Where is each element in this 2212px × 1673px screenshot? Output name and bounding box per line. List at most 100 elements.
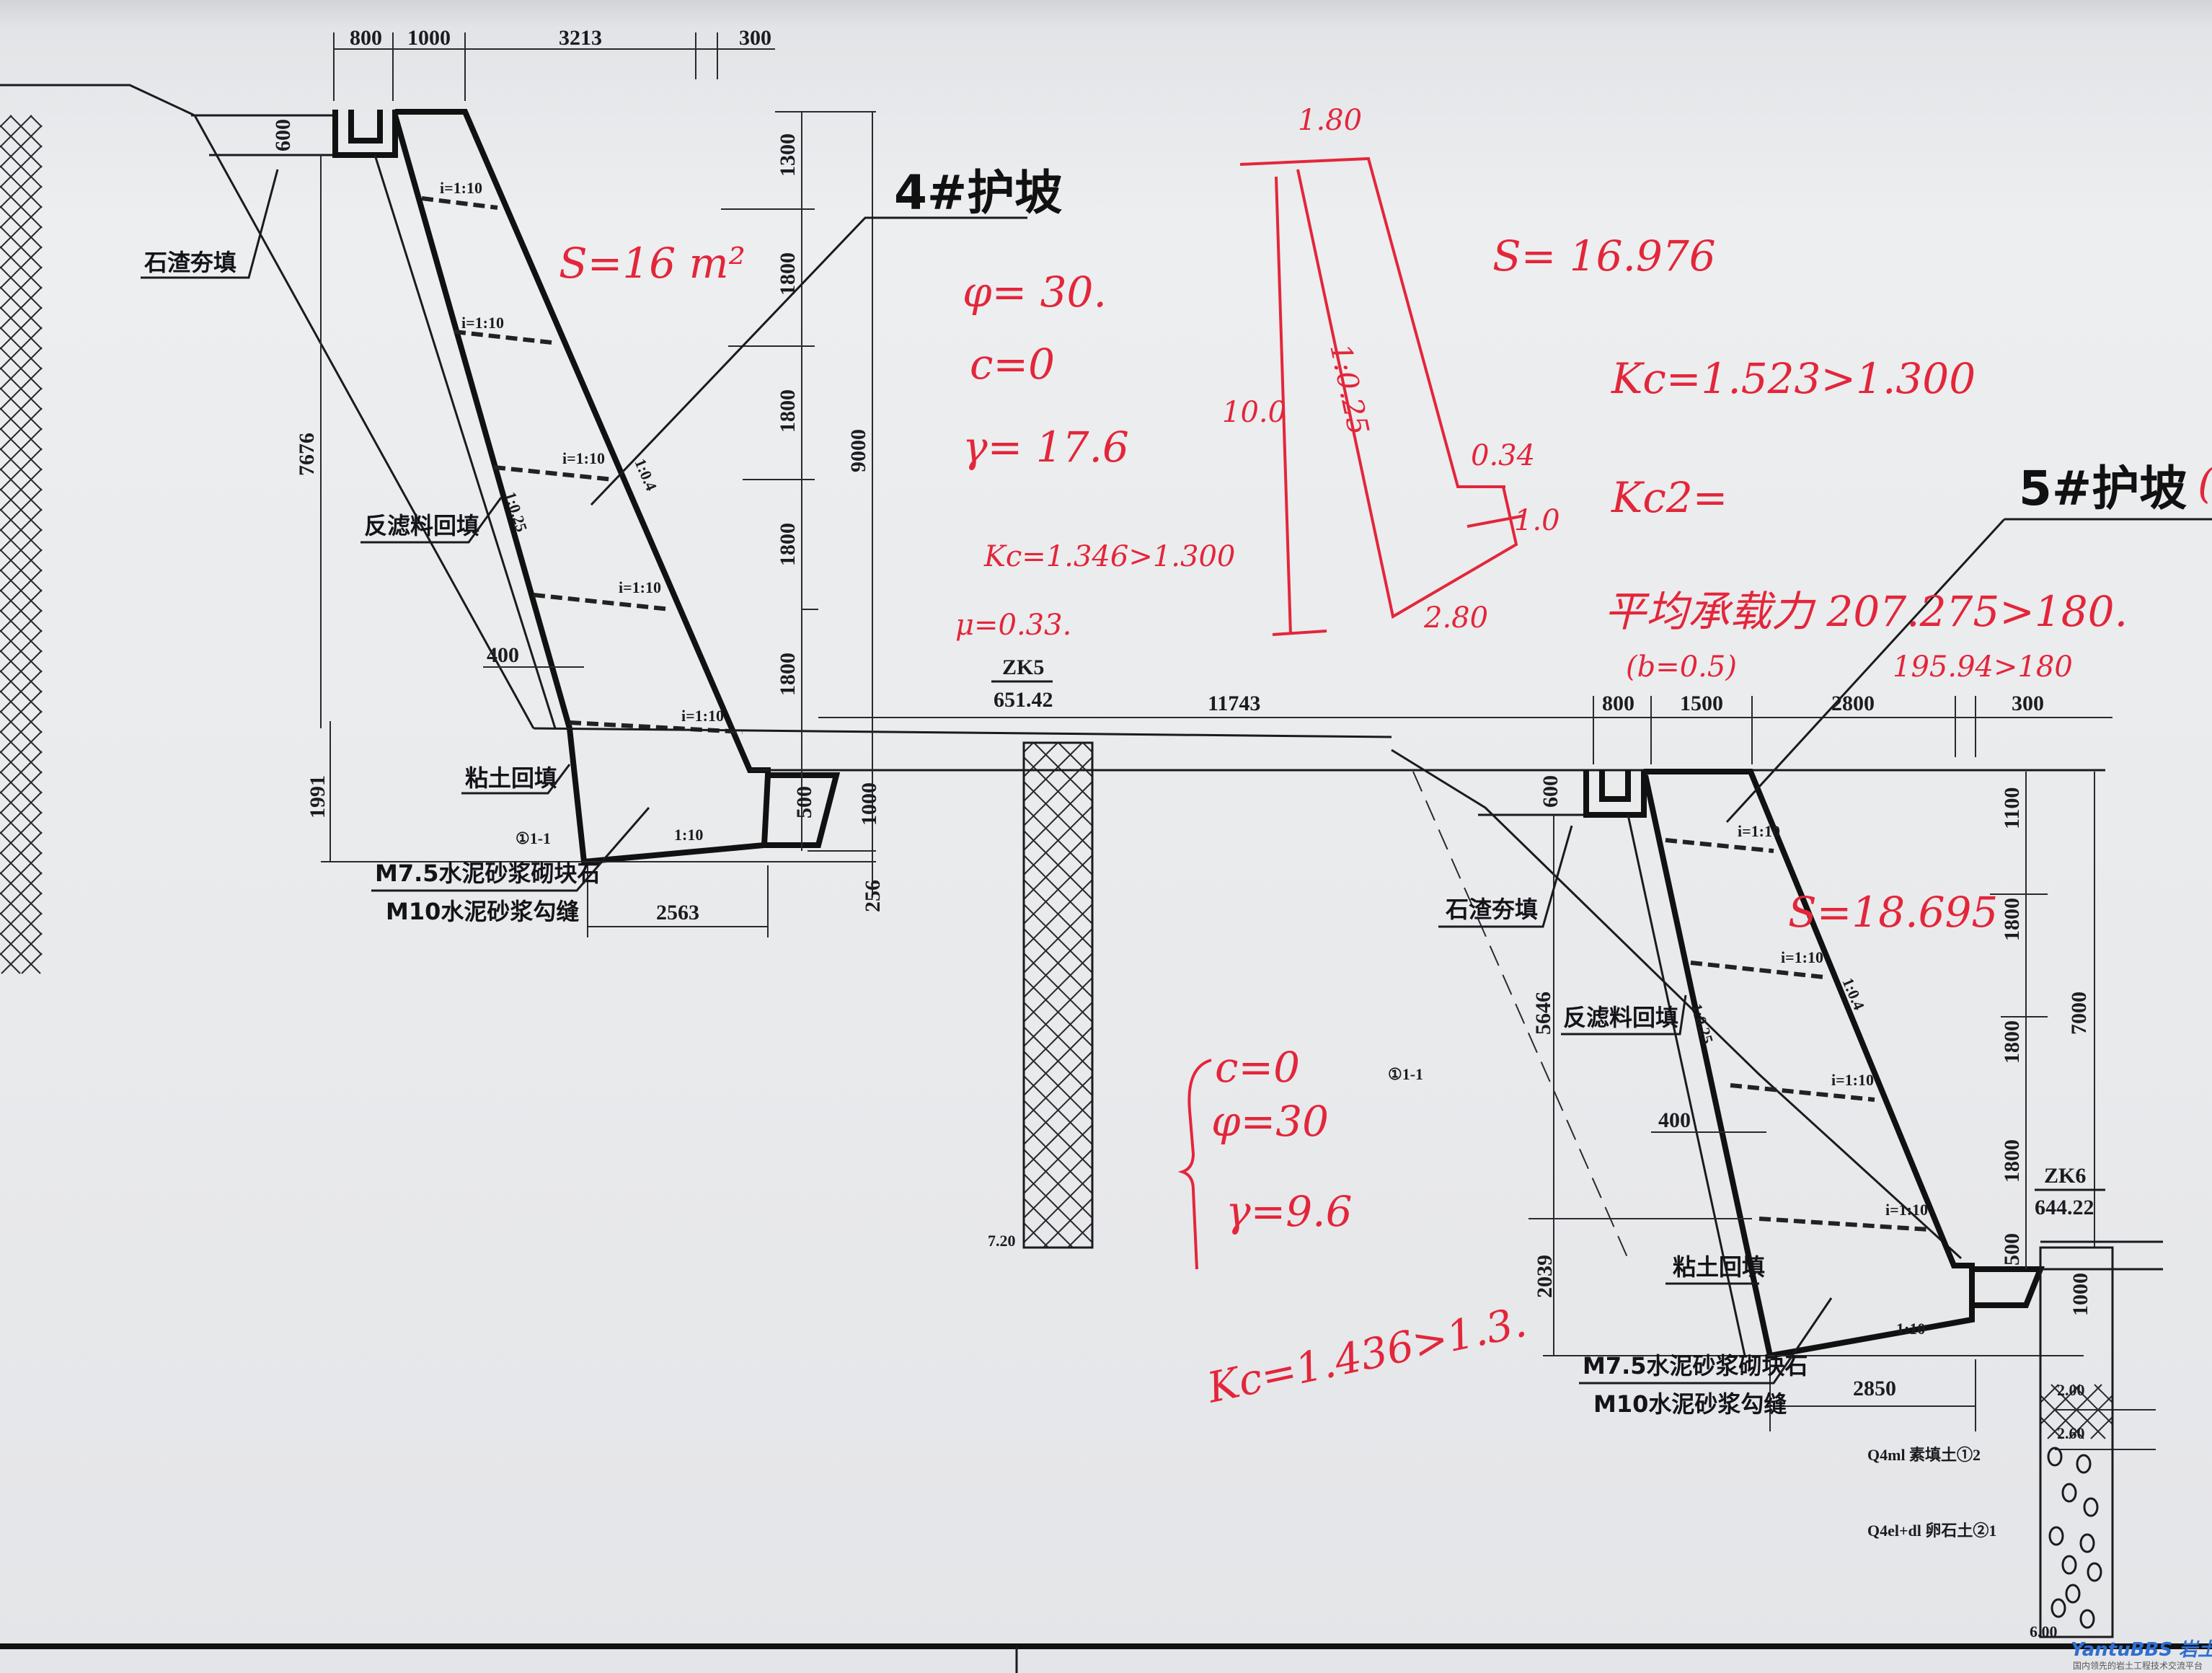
red-kc-4: Kc=1.346>1.300 (983, 540, 1235, 573)
zk5-hatch (1023, 1173, 1093, 1243)
bedrock-hatch (0, 872, 43, 915)
bedrock-hatch (0, 730, 43, 774)
bedrock-hatch (30, 115, 43, 128)
leader-line (461, 764, 571, 795)
dim-right-1800: 1800 (776, 389, 800, 433)
toe-ditch (1972, 1266, 2045, 1308)
red-sketch-tick (1466, 514, 1526, 528)
red-c-5: c=0 (1215, 1043, 1300, 1092)
dim-right-1300: 1300 (776, 133, 800, 177)
drain-slope-label: i=1:10 (461, 314, 504, 332)
zk5-hatch (1023, 977, 1093, 1047)
zk5-hatch (1023, 1222, 1049, 1248)
slope-5-title: 5#护坡 (2019, 461, 2187, 516)
bedrock-hatch (0, 650, 43, 693)
bedrock-hatch (0, 589, 43, 632)
dim-toe-1000: 1000 (2069, 1273, 2092, 1316)
drain-pipe (493, 465, 614, 482)
label-rubble-fill: 石渣夯填 (143, 249, 236, 276)
bedrock-hatch (0, 953, 21, 974)
top-ditch (332, 110, 398, 158)
zk5-hatch (1023, 1124, 1093, 1194)
label-pointing: M10水泥砂浆勾缝 (1593, 1390, 1787, 1418)
zk5-hatch (1023, 1002, 1093, 1072)
leader-line (360, 497, 503, 544)
dim-filter-400: 400 (1658, 1108, 1691, 1132)
zk5-column (1022, 741, 1094, 1249)
bedrock-hatch (0, 428, 43, 471)
red-sketch-step-width: 0.34 (1471, 439, 1535, 472)
dim-top-3213: 3213 (559, 26, 602, 50)
slope-5-section: 800 1500 2800 300 600 1100 1800 1800 180… (1388, 461, 2212, 1450)
borehole-zk6: ZK6 644.22 2.00 2.60 6.00 Q4ml 素填土①2 Q4e… (1867, 1164, 2163, 1641)
drain-pipe (1730, 1083, 1875, 1102)
zk6-depth: 2.60 (2057, 1424, 2085, 1442)
dim-toe-1000: 1000 (857, 782, 881, 826)
dim-right-1800: 1800 (2000, 1020, 2024, 1064)
label-filter-fill: 反滤料回填 (1563, 1004, 1678, 1031)
dim-toe-500: 500 (2000, 1233, 2024, 1266)
zk6-column (2039, 1246, 2114, 1638)
zk5-hatch (1023, 1051, 1093, 1121)
dim-total-9000: 9000 (846, 429, 870, 472)
zk5-hatch (1082, 742, 1093, 753)
zk5-hatch (1023, 1075, 1093, 1145)
bedrock-hatch (0, 185, 43, 229)
red-kc-5: Kc=1.436>1.3. (1203, 1297, 1531, 1413)
bedrock-hatch (0, 387, 43, 431)
zk6-elevation: 644.22 (2035, 1196, 2094, 1219)
zk6-hatch (2050, 1384, 2106, 1439)
red-bearing-2: 195.94>180 (1893, 650, 2073, 684)
zk5-hatch (1023, 928, 1093, 998)
dim-top-2800: 2800 (1831, 692, 1875, 715)
zk6-layer-label: Q4ml 素填土①2 (1867, 1446, 1981, 1464)
label-rubble-fill: 石渣夯填 (1445, 896, 1538, 923)
original-ground-line (0, 84, 535, 729)
watermark-tagline: 国内领先的岩土工程技术交流平台 (2073, 1660, 2203, 1671)
bedrock-hatch (0, 448, 43, 491)
gravel-symbol (2047, 1447, 2063, 1467)
leader-line (1561, 994, 1687, 1036)
watermark: YantuBBS 岩土在线 国内领先的岩土工程技术交流平台 (2071, 1639, 2212, 1671)
red-bearing: 平均承载力 207.275>180. (1604, 587, 2128, 636)
drain-pipe (1690, 961, 1825, 979)
slope-4-title: 4#护坡 (894, 165, 1062, 221)
label-filter-fill: 反滤料回填 (364, 512, 479, 539)
label-clay-fill: 粘土回填 (1673, 1253, 1765, 1281)
bedrock-hatch (0, 246, 43, 289)
zk5-hatch (1023, 1026, 1093, 1096)
wall-4-outline (392, 109, 771, 865)
zk5-hatch (1033, 742, 1093, 802)
hatch-fills (0, 115, 2113, 1439)
zk6-hatch (2040, 1384, 2081, 1425)
dim-right-1100: 1100 (2000, 787, 2024, 829)
bedrock-hatch (0, 206, 43, 249)
bedrock-hatch (0, 145, 43, 188)
red-b: (b=0.5) (1626, 650, 1737, 684)
bedrock-hatch (0, 811, 43, 855)
red-paren: ( (2198, 459, 2212, 508)
bedrock-hatch (0, 710, 43, 754)
bedrock-hatch (9, 115, 43, 148)
zk6-hatch (2069, 1395, 2113, 1439)
bedrock-hatch (0, 852, 43, 895)
red-phi-5: φ=30 (1211, 1097, 1329, 1146)
watermark-brand: YantuBBS 岩土在线 (2071, 1639, 2212, 1661)
gravel-symbol (2050, 1598, 2066, 1618)
drain-slope-label: i=1:10 (681, 707, 724, 725)
red-area-sketch: S= 16.976 (1492, 231, 1716, 281)
borehole-zk5: ZK5 651.42 7.20 11743 (818, 655, 2113, 1250)
dim-toe-500: 500 (792, 786, 816, 818)
zk5-hatch (1023, 953, 1093, 1023)
dim-ditch-600: 600 (271, 119, 295, 151)
dim-top-800: 800 (1602, 692, 1634, 715)
gravel-symbol (2048, 1526, 2064, 1546)
dim-left-2039: 2039 (1533, 1255, 1557, 1298)
red-area-5: S=18.695 (1788, 888, 1998, 937)
zk6-hatch (2072, 1384, 2113, 1425)
red-sketch-top: 1.80 (1298, 104, 1362, 137)
bedrock-hatch (0, 488, 43, 531)
bedrock-hatch (0, 508, 43, 552)
leader-line (1438, 825, 1573, 928)
